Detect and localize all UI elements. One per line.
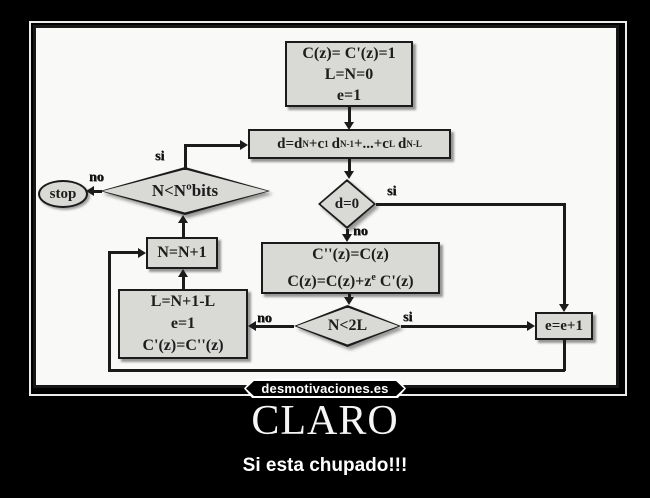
init-line2: L=N=0 <box>324 65 374 83</box>
init-line1: C(z)= C'(z)=1 <box>302 44 396 62</box>
update-part: C(z)=C(z)+z <box>287 273 372 290</box>
node-l-box: L=N+1-L e=1 C'(z)=C''(z) <box>118 289 248 359</box>
arrowhead-up-icon <box>178 215 188 223</box>
connector-loop-top-horiz <box>108 251 140 254</box>
watermark-banner-inner: desmotivaciones.es <box>246 381 404 396</box>
label-no-d0: no <box>353 224 368 239</box>
l-box-line1: L=N+1-L <box>150 293 216 310</box>
connector-nbox-bits <box>182 221 185 237</box>
formula-part: d=d <box>277 135 303 152</box>
formula-part: d <box>397 135 407 152</box>
formula-sub: 1 <box>324 139 329 149</box>
poster-title: CLARO <box>251 398 399 444</box>
connector-d0-si-vert <box>563 203 566 306</box>
node-d0-diamond: d=0 <box>318 179 376 229</box>
arrowhead-right-icon <box>138 248 146 258</box>
label-no-n2l: no <box>257 311 272 326</box>
connector-bits-si-horiz <box>184 144 242 147</box>
connector-init-formula <box>348 107 351 123</box>
arrowhead-right-icon <box>240 140 248 150</box>
label-no-bits: no <box>89 170 104 185</box>
update-sup: e <box>371 272 376 283</box>
connector-lbox-nbox <box>182 275 185 289</box>
formula-sub: L <box>388 139 395 149</box>
watermark-text: desmotivaciones.es <box>261 381 389 396</box>
n-box-label: N=N+1 <box>157 244 207 261</box>
connector-formula-d0 <box>348 159 351 172</box>
connector-n2l-si <box>401 325 529 328</box>
arrowhead-down-icon <box>342 234 352 242</box>
n2l-diamond-label: N<2L <box>327 317 368 334</box>
init-line3: e=1 <box>336 86 362 104</box>
arrowhead-left-icon <box>86 186 94 196</box>
poster-subtitle: Si esta chupado!!! <box>242 455 408 476</box>
update-line1: C''(z)=C(z) <box>312 246 389 263</box>
arrowhead-right-icon <box>527 321 535 331</box>
connector-d0-si-horiz <box>376 203 565 206</box>
update-part: C'(z) <box>379 273 414 290</box>
node-n2l-diamond: N<2L <box>294 305 401 347</box>
connector-n2l-no <box>254 325 294 328</box>
formula-sub: N-L <box>406 139 422 149</box>
arrowhead-down-icon <box>344 122 354 130</box>
node-bits-diamond: N<Nºbits <box>100 167 270 215</box>
arrowhead-down-icon <box>559 304 569 312</box>
node-init-box: C(z)= C'(z)=1 L=N=0 e=1 <box>285 41 413 107</box>
node-n-box: N=N+1 <box>146 237 218 269</box>
connector-d0-update <box>346 229 349 236</box>
node-e-box: e=e+1 <box>535 312 593 340</box>
d0-diamond-label: d=0 <box>334 195 360 212</box>
arrowhead-up-icon <box>178 269 188 277</box>
connector-bits-si-vert <box>184 144 187 169</box>
formula-part: d <box>331 135 340 152</box>
formula-part: +...+c <box>353 135 389 152</box>
l-box-line3: C'(z)=C''(z) <box>142 337 224 354</box>
arrowhead-left-icon <box>248 321 256 331</box>
formula-sub: N-1 <box>339 139 354 149</box>
label-si-n2l: si <box>403 310 413 325</box>
l-box-line2: e=1 <box>170 315 196 332</box>
connector-update-n2l <box>348 294 351 299</box>
arrowhead-down-icon <box>344 297 354 305</box>
label-si-d0: si <box>387 184 397 199</box>
connector-loop-left-vert <box>108 251 111 371</box>
label-si-bits: si <box>155 149 165 164</box>
stop-label: stop <box>49 185 77 202</box>
formula-sub: N <box>302 139 309 149</box>
watermark-banner: desmotivaciones.es <box>244 379 406 398</box>
connector-bits-no <box>92 190 102 193</box>
arrowhead-down-icon <box>344 171 354 179</box>
bits-diamond-label: N<Nºbits <box>151 181 219 200</box>
node-stop-ellipse: stop <box>38 180 88 208</box>
e-box-label: e=e+1 <box>545 317 583 334</box>
connector-loop-right-vert <box>563 340 566 371</box>
connector-loop-bottom <box>108 369 565 372</box>
formula-part: +c <box>308 135 325 152</box>
